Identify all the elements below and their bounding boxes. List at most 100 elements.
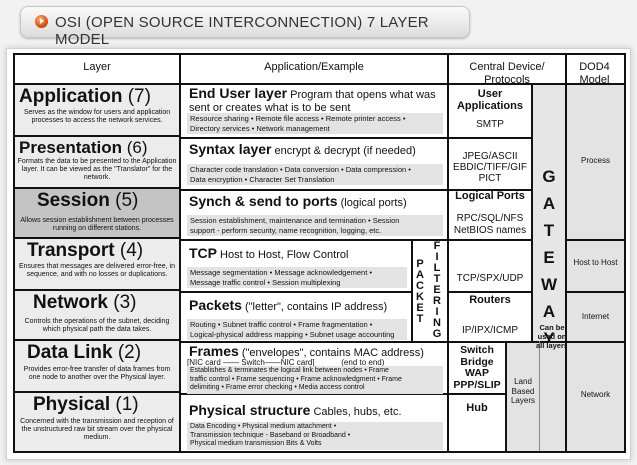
layer-number: (5) xyxy=(115,190,139,211)
layer-number: (4) xyxy=(119,240,144,261)
protocol-session: Logical Ports xyxy=(455,190,525,202)
filtering-letter: I xyxy=(435,251,439,263)
dod-internet: Internet xyxy=(581,312,610,321)
filtering-letter: L xyxy=(433,262,441,274)
layer-number: (7) xyxy=(127,86,151,107)
dod-process: Process xyxy=(581,156,610,165)
app-cell-session: Synch & send to ports (logical ports) Se… xyxy=(181,189,447,239)
layer-description: Formats the data to be presented to the … xyxy=(17,158,177,181)
land-based-label: Land Based Layers xyxy=(510,377,535,405)
filtering-letter: F xyxy=(433,240,441,252)
protocol-session-detail: RPC/SQL/NFS NetBIOS names xyxy=(453,213,527,236)
gateway-letter: Y xyxy=(543,329,555,348)
play-bullet-icon xyxy=(35,15,48,28)
packet-letter: E xyxy=(416,302,424,314)
packet-letter: P xyxy=(416,258,424,270)
app-heading-detail: (logical ports) xyxy=(337,197,407,209)
app-heading-detail: ("letter", contains IP address) xyxy=(241,301,388,313)
layer-name: Presentation xyxy=(19,138,122,157)
protocol-transport: TCP/SPX/UDP xyxy=(456,273,524,284)
gateway-letter: A xyxy=(542,302,556,321)
gateway-divider xyxy=(531,85,533,341)
app-heading: Frames xyxy=(189,343,239,359)
filtering-letter: N xyxy=(433,317,441,329)
protocol-network-detail: IP/IPX/ICMP xyxy=(461,325,519,336)
layer-cell-transport: Transport (4) Ensures that messages are … xyxy=(15,239,179,291)
layer-name: Application xyxy=(19,86,123,107)
app-cell-application: End User layer Program that opens what w… xyxy=(181,85,447,137)
layer-cell-session: Session (5) Allows session establishment… xyxy=(15,189,179,239)
layer-cell-application: Application (7) Serves as the window for… xyxy=(15,85,179,137)
layer-name: Transport xyxy=(27,240,115,261)
header-application: Application/Example xyxy=(264,61,364,73)
layer-number: (6) xyxy=(126,138,148,157)
app-heading-detail: Program that opens what was sent or crea… xyxy=(189,89,436,114)
protocol-presentation: JPEG/ASCII EBDIC/TIFF/GIF PICT xyxy=(453,151,527,184)
gateway-letter: A xyxy=(542,194,556,213)
app-heading: TCP xyxy=(189,245,217,261)
filtering-letter: I xyxy=(435,306,439,318)
gateway-letter: W xyxy=(540,275,558,294)
app-heading: Packets xyxy=(189,297,242,313)
app-details: Character code translation • Data conver… xyxy=(187,164,443,185)
packet-letter: T xyxy=(416,313,424,325)
gateway-letter: E xyxy=(543,248,555,267)
gateway-column xyxy=(533,85,565,341)
dod-column xyxy=(567,85,624,451)
app-cell-physical: Physical structure Cables, hubs, etc. Da… xyxy=(181,393,447,451)
packet-letter: A xyxy=(416,269,424,281)
protocol-application: User Applications xyxy=(456,88,523,112)
filtering-letter: R xyxy=(433,295,441,307)
title-bar: OSI (OPEN SOURCE INTERCONNECTION) 7 LAYE… xyxy=(20,6,470,48)
app-cell-network: Packets ("letter", contains IP address) … xyxy=(181,291,411,341)
app-heading: Syntax layer xyxy=(189,141,272,157)
app-details: Establishes & terminates the logical lin… xyxy=(187,366,443,394)
app-heading: Physical structure xyxy=(189,402,311,418)
app-details: Resource sharing • Remote file access • … xyxy=(187,113,443,134)
protocol-network: Routers xyxy=(469,294,511,306)
app-cell-presentation: Syntax layer encrypt & decrypt (if neede… xyxy=(181,137,447,189)
dod-host-to-host: Host to Host xyxy=(573,258,618,267)
layer-number: (3) xyxy=(113,292,137,313)
layer-description: Allows session establishment between pro… xyxy=(20,217,174,232)
layer-description: Concerned with the transmission and rece… xyxy=(20,418,174,441)
layer-description: Provides error-free transfer of data fra… xyxy=(23,366,171,381)
filtering-letter: T xyxy=(433,273,441,285)
header-divider xyxy=(15,83,624,85)
layer-cell-network: Network (3) Controls the operations of t… xyxy=(15,291,179,341)
layer-cell-physical: Physical (1) Concerned with the transmis… xyxy=(15,393,179,451)
header-layer: Layer xyxy=(83,61,111,73)
app-details: Message segmentation • Message acknowled… xyxy=(187,267,407,288)
col-divider-3 xyxy=(565,55,567,451)
land-based-column xyxy=(507,343,565,451)
app-details: Data Encoding • Physical medium attachme… xyxy=(187,422,443,450)
app-cell-data-link: Frames ("envelopes", contains MAC addres… xyxy=(181,341,447,394)
packet-filter-divider xyxy=(411,239,413,341)
layer-number: (1) xyxy=(115,394,139,415)
layer-name: Network xyxy=(33,292,108,313)
layer-description: Controls the operations of the subnet, d… xyxy=(24,318,170,333)
layer-name: Physical xyxy=(33,394,111,415)
diagram-title: OSI (OPEN SOURCE INTERCONNECTION) 7 LAYE… xyxy=(55,14,429,48)
filtering-letter: G xyxy=(432,328,442,340)
layer-number: (2) xyxy=(117,342,142,363)
app-heading-detail: ("envelopes", contains MAC address) xyxy=(238,347,424,359)
app-heading-detail: encrypt & decrypt (if needed) xyxy=(271,145,416,157)
layer-cell-data-link: Data Link (2) Provides error-free transf… xyxy=(15,341,179,393)
packet-letter: C xyxy=(416,280,424,292)
app-heading-detail: Host to Host, Flow Control xyxy=(217,249,349,261)
dod-network: Network xyxy=(580,390,611,399)
protocol-data-link: Switch Bridge WAP PPP/SLIP xyxy=(453,344,501,391)
col-divider-1 xyxy=(179,55,181,451)
app-details: Session establishment, maintenance and t… xyxy=(187,215,443,236)
app-details: Routing • Subnet traffic control • Frame… xyxy=(187,319,407,340)
layer-description: Ensures that messages are delivered erro… xyxy=(18,263,176,278)
app-cell-transport: TCP Host to Host, Flow Control Message s… xyxy=(181,239,411,291)
protocol-application-smtp: SMTP xyxy=(476,119,504,130)
col-divider-2 xyxy=(447,55,449,451)
app-heading: End User layer xyxy=(189,85,288,101)
app-heading-detail: Cables, hubs, etc. xyxy=(310,406,402,418)
layer-name: Session xyxy=(37,190,110,211)
